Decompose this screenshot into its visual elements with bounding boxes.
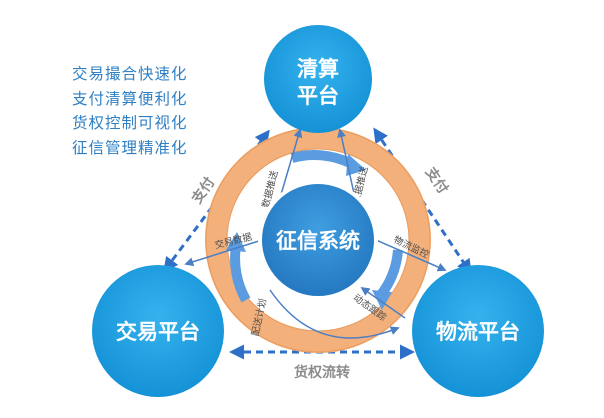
- arrow-credit-to-clearing-left: [279, 128, 303, 199]
- edge-label-payment-right: 支付: [421, 163, 451, 197]
- logistics-platform-node: 物流平台: [412, 265, 544, 397]
- clearing-platform-node: 清算 平台: [264, 25, 372, 133]
- ring-cycle-arrow-left: [230, 245, 251, 303]
- arrow-logistics-to-credit: [360, 286, 406, 319]
- credit-system-label: 征信系统: [276, 229, 360, 253]
- logistics-platform-label: 物流平台: [436, 320, 520, 344]
- credit-system-node: 征信系统: [258, 180, 378, 300]
- data-exchange-ring: [205, 127, 431, 353]
- trading-platform-label: 交易平台: [116, 320, 200, 344]
- benefit-item: 交易撮合快速化: [72, 65, 188, 83]
- edge-label-cargo-flow: 货权流转: [293, 364, 350, 381]
- benefit-item: 征信管理精准化: [72, 138, 188, 157]
- ring-cycle-arrowhead-right: [372, 290, 392, 310]
- arrow-credit-to-logistics: [375, 239, 447, 272]
- benefit-list: 交易撮合快速化 支付清算便利化 货权控制可视化 征信管理精准化: [72, 62, 188, 160]
- arrow-trading-to-logistics-curve: [269, 289, 400, 339]
- arrow-credit-to-clearing-right: [337, 128, 356, 199]
- ring-cycle-arrow-top: [290, 150, 355, 169]
- arrow-credit-to-trading: [184, 239, 263, 267]
- clearing-platform-label-line2: 平台: [297, 84, 339, 108]
- trading-platform-node: 交易平台: [92, 265, 224, 397]
- clearing-platform-label-line1: 清算: [297, 57, 339, 81]
- ring-cycle-arrowhead-top: [346, 154, 366, 176]
- benefit-item: 货权控制可视化: [72, 114, 188, 132]
- benefit-item: 支付清算便利化: [72, 89, 188, 108]
